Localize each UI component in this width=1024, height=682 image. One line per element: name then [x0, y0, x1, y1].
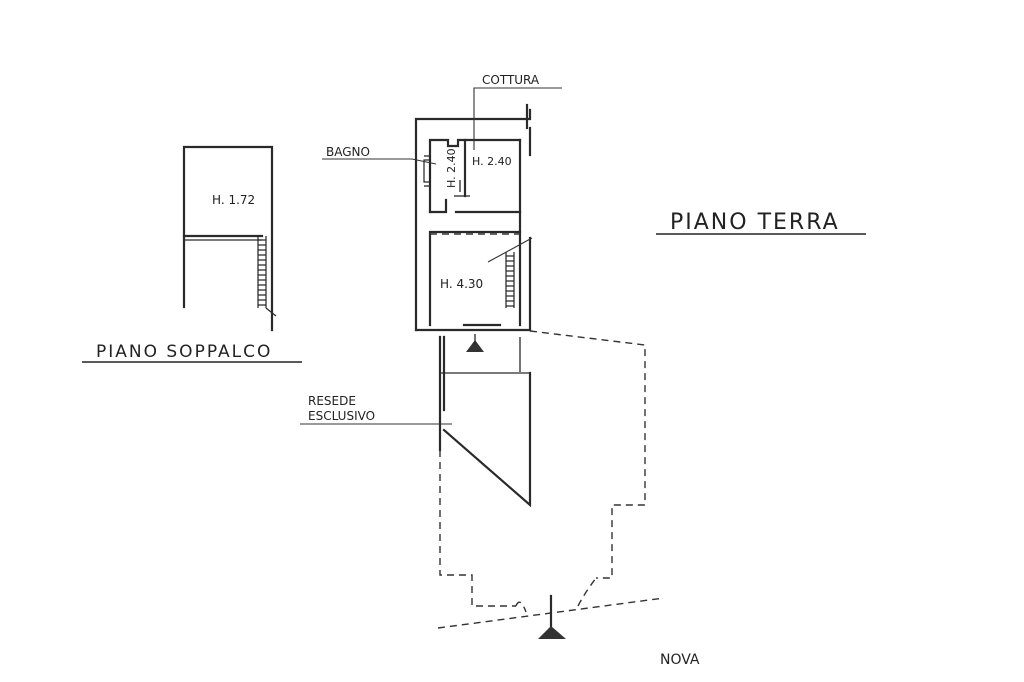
kitchen-leader	[473, 87, 562, 150]
boundary-curve-left	[515, 601, 527, 613]
main-room-height-label: H. 4.30	[440, 277, 483, 291]
mezzanine-stair-end	[265, 307, 277, 317]
mezzanine-plan: H. 1.72 PIANO SOPPALCO	[82, 145, 302, 363]
stair-arrow-line	[487, 237, 533, 263]
bathroom-leader	[322, 158, 437, 165]
ground-stairs-icon	[505, 252, 515, 308]
kitchen-label: COTTURA	[482, 73, 540, 87]
boundary-curve-right	[577, 577, 597, 607]
yard-label-line2: ESCLUSIVO	[308, 409, 375, 423]
yard-diagonal-wall	[442, 371, 532, 508]
bath-fixture-box	[423, 159, 431, 183]
kitchen-height-label: H. 2.40	[472, 155, 512, 168]
mezzanine-outline	[182, 145, 274, 332]
property-boundary-right	[529, 330, 646, 579]
bath-bottom-wall	[428, 198, 448, 214]
ground-outer-wall-left	[414, 108, 532, 332]
entrance-triangle-marker-icon	[466, 340, 484, 352]
mezzanine-height-label: H. 1.72	[212, 193, 255, 207]
street-label: NOVA	[660, 652, 700, 668]
bath-kitchen-top-wall	[428, 138, 522, 214]
ground-plan: H. 2.40 H. 2.40 H. 4.30 COTTURA BAGNO RE…	[300, 73, 866, 668]
bathroom-label: BAGNO	[326, 145, 370, 159]
property-boundary-left	[439, 450, 516, 607]
yard-label-line1: RESEDE	[308, 394, 356, 408]
mezzanine-stairs-icon	[257, 236, 267, 308]
main-room-inner-wall	[428, 230, 522, 327]
bathroom-height-label: H. 2.40	[445, 148, 458, 188]
ground-title: PIANO TERRA	[670, 210, 840, 235]
street-triangle-marker-icon	[538, 626, 566, 639]
mezzanine-title: PIANO SOPPALCO	[96, 342, 272, 362]
